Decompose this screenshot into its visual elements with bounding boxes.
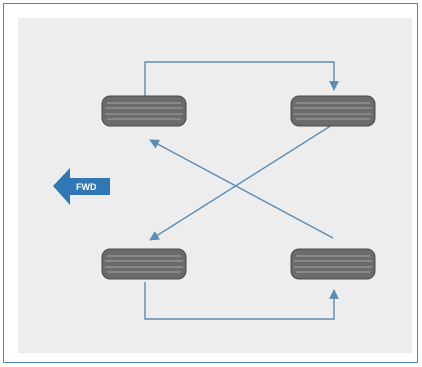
rear-right-tire: [290, 248, 376, 280]
rotation-arrow-top: [144, 61, 339, 96]
rotation-arrow-bottom: [144, 282, 339, 320]
forward-direction-arrow: FWD: [53, 168, 110, 205]
rear-left-tire: [290, 95, 376, 127]
rotation-arrow-diagonal-2: [149, 124, 333, 241]
front-left-tire: [101, 95, 187, 127]
front-right-tire: [101, 248, 187, 280]
fwd-label: FWD: [76, 182, 97, 192]
diagram-frame: [3, 3, 418, 363]
rotation-arrow-diagonal-1: [149, 139, 334, 239]
fwd-arrow-icon: [53, 168, 110, 205]
